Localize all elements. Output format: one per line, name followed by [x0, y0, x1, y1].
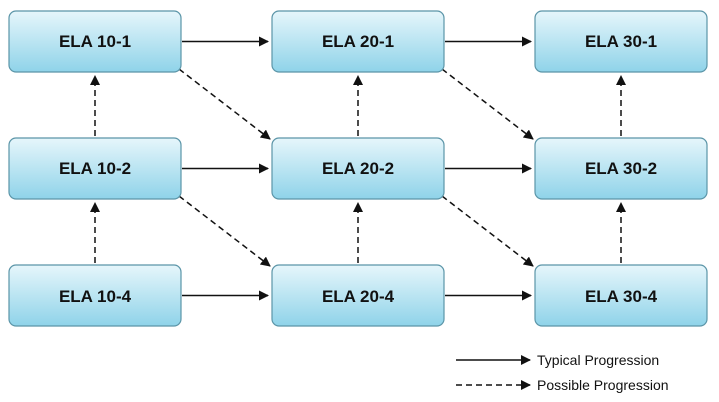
arrow-ela-10-1-to-ela-20-2	[178, 68, 271, 140]
node-label: ELA 30-2	[585, 159, 657, 178]
node-ela-10-4: ELA 10-4	[8, 264, 182, 327]
node-label: ELA 10-4	[59, 287, 132, 306]
legend-possible-label: Possible Progression	[537, 377, 669, 393]
node-label: ELA 20-4	[322, 287, 395, 306]
node-ela-30-2: ELA 30-2	[534, 137, 708, 200]
node-ela-20-1: ELA 20-1	[271, 10, 445, 73]
node-ela-30-4: ELA 30-4	[534, 264, 708, 327]
node-ela-10-1: ELA 10-1	[8, 10, 182, 73]
node-label: ELA 10-1	[59, 32, 131, 51]
legend: Typical Progression Possible Progression	[456, 352, 669, 393]
node-ela-20-2: ELA 20-2	[271, 137, 445, 200]
connector-group	[90, 36, 626, 301]
node-label: ELA 10-2	[59, 159, 131, 178]
node-label: ELA 20-1	[322, 32, 394, 51]
legend-typical-label: Typical Progression	[537, 352, 659, 368]
node-label: ELA 30-1	[585, 32, 657, 51]
arrow-ela-20-1-to-ela-30-2	[441, 68, 534, 140]
arrow-ela-20-2-to-ela-30-4	[441, 195, 534, 267]
node-ela-30-1: ELA 30-1	[534, 10, 708, 73]
node-label: ELA 20-2	[322, 159, 394, 178]
node-ela-20-4: ELA 20-4	[271, 264, 445, 327]
node-label: ELA 30-4	[585, 287, 658, 306]
node-ela-10-2: ELA 10-2	[8, 137, 182, 200]
arrow-ela-10-2-to-ela-20-4	[178, 195, 271, 267]
